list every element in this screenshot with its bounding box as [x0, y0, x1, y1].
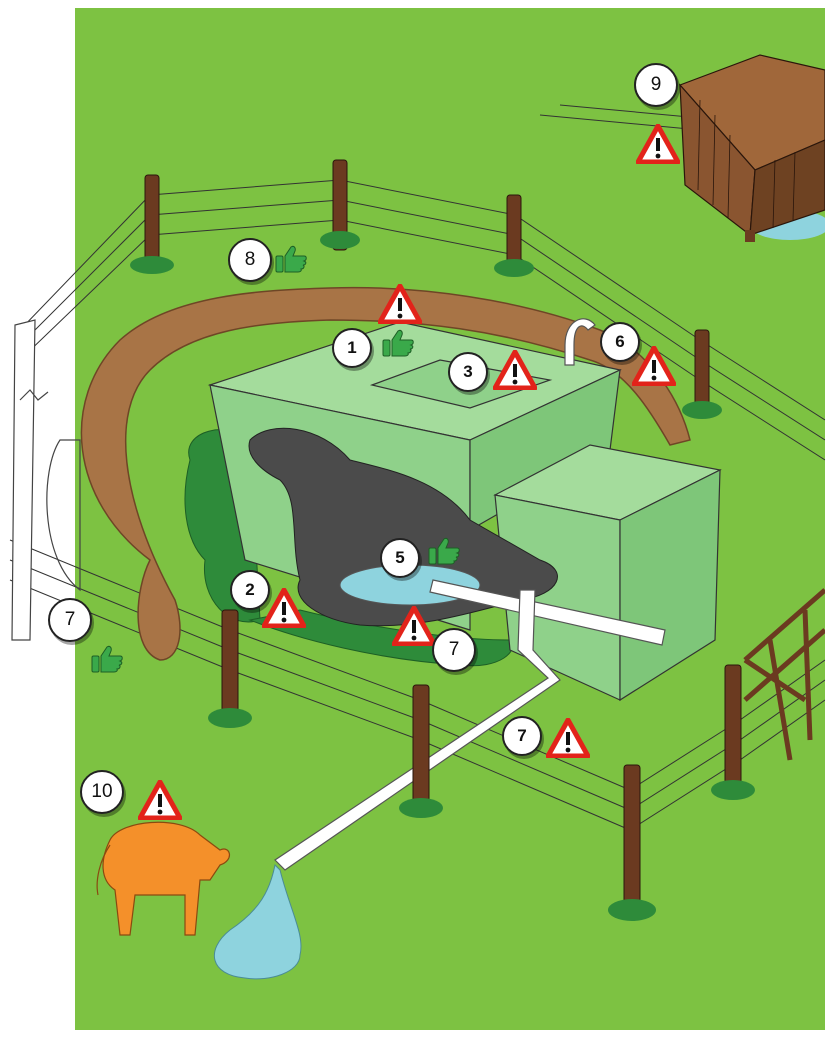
marker-2: 2 [230, 570, 270, 610]
sketch-tree [12, 320, 80, 640]
warning-triangle-icon [632, 346, 676, 386]
warning-triangle-icon [493, 350, 537, 390]
marker-5: 5 [380, 538, 420, 578]
thumbs-up-icon [90, 644, 124, 674]
marker-1: 1 [332, 328, 372, 368]
warning-triangle-icon [138, 780, 182, 820]
marker-7-center: 7 [432, 628, 476, 672]
warning-triangle-icon [378, 284, 422, 324]
marker-7-pipe: 7 [502, 716, 542, 756]
marker-3: 3 [448, 352, 488, 392]
warning-triangle-icon [392, 606, 436, 646]
thumbs-up-icon [381, 328, 415, 358]
warning-triangle-icon [546, 718, 590, 758]
thumbs-up-icon [274, 244, 308, 274]
warning-triangle-icon [636, 124, 680, 164]
marker-8: 8 [228, 238, 272, 282]
thumbs-up-icon [427, 536, 461, 566]
marker-10: 10 [80, 770, 124, 814]
marker-6: 6 [600, 322, 640, 362]
marker-9: 9 [634, 63, 678, 107]
marker-7-left: 7 [48, 598, 92, 642]
